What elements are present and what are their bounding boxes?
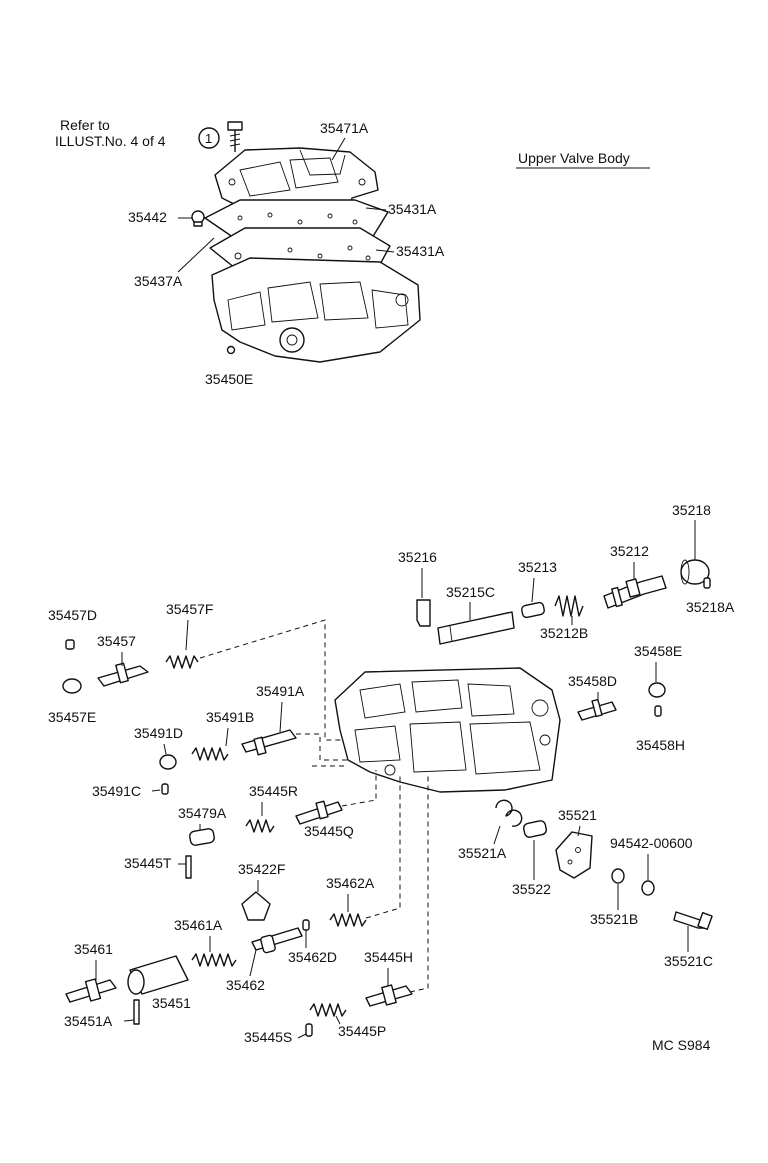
washer-icon bbox=[641, 880, 655, 896]
part-label: 35445Q bbox=[304, 823, 354, 839]
part-label: 94542-00600 bbox=[610, 835, 693, 851]
part-label: 35521A bbox=[458, 845, 507, 861]
lever-plate-icon bbox=[555, 831, 593, 879]
part-label: 35491B bbox=[206, 709, 254, 725]
part-label: 35521B bbox=[590, 911, 638, 927]
reference-line-1: Refer to bbox=[60, 117, 110, 133]
reference-circle-number: 1 bbox=[205, 131, 212, 146]
part-label: 35437A bbox=[134, 273, 183, 289]
part-label: 35462D bbox=[288, 949, 337, 965]
lower-valve-body bbox=[334, 667, 561, 793]
part-label: 35216 bbox=[398, 549, 437, 565]
diagram-code: MC S984 bbox=[652, 1037, 711, 1053]
valve-spool-icon bbox=[603, 575, 667, 609]
part-label: 35522 bbox=[512, 881, 551, 897]
part-label: 35445P bbox=[338, 1023, 386, 1039]
pin-icon bbox=[133, 999, 140, 1025]
reference-circle bbox=[198, 127, 220, 149]
retainer-clip-icon bbox=[241, 891, 271, 921]
check-ball-icon bbox=[191, 210, 205, 227]
part-label: 35451 bbox=[152, 995, 191, 1011]
pin-icon bbox=[305, 1023, 313, 1037]
part-label: 35215C bbox=[446, 584, 495, 600]
part-label: 35471A bbox=[320, 120, 369, 136]
sleeve-bar-icon bbox=[437, 611, 515, 645]
spring-icon bbox=[309, 1003, 347, 1017]
part-label: 35213 bbox=[518, 559, 557, 575]
part-label: 35445T bbox=[124, 855, 172, 871]
part-label: 35450E bbox=[205, 371, 253, 387]
sleeve-icon bbox=[189, 828, 215, 846]
reference-line-2: ILLUST.No. 4 of 4 bbox=[55, 133, 166, 149]
part-label: 35218 bbox=[672, 502, 711, 518]
pin-icon bbox=[161, 783, 169, 795]
part-label: 35218A bbox=[686, 599, 735, 615]
valve-spool-icon bbox=[251, 927, 303, 954]
part-label: 35457E bbox=[48, 709, 96, 725]
part-label: 35445H bbox=[364, 949, 413, 965]
spring-icon bbox=[554, 595, 584, 617]
pin-icon bbox=[703, 577, 711, 589]
part-label: 35442 bbox=[128, 209, 167, 225]
valve-spool-icon bbox=[295, 800, 343, 825]
part-label: 35461A bbox=[174, 917, 223, 933]
part-label: 35445S bbox=[244, 1029, 292, 1045]
spring-icon bbox=[495, 799, 523, 827]
valve-spool-icon bbox=[577, 698, 617, 721]
sleeve-icon bbox=[127, 955, 189, 995]
upper-valve-body-assembly bbox=[191, 121, 421, 363]
valve-spool-icon bbox=[365, 984, 413, 1007]
part-label: 35458D bbox=[568, 673, 617, 689]
washer-icon bbox=[611, 868, 625, 884]
top-cover-plate bbox=[214, 147, 379, 216]
small-ball-icon bbox=[226, 345, 236, 355]
part-label: 35458H bbox=[636, 737, 685, 753]
pin-icon bbox=[185, 855, 192, 879]
pin-icon bbox=[302, 919, 310, 931]
part-label: 35431A bbox=[396, 243, 445, 259]
valve-spool-icon bbox=[65, 978, 117, 1003]
retainer-clip-icon bbox=[416, 599, 431, 627]
pin-icon bbox=[65, 639, 75, 650]
part-label: 35461 bbox=[74, 941, 113, 957]
plug-icon bbox=[159, 754, 177, 770]
spring-icon bbox=[245, 819, 275, 833]
part-label: 35521 bbox=[558, 807, 597, 823]
plug-icon bbox=[648, 682, 666, 698]
part-label: 35458E bbox=[634, 643, 682, 659]
part-label: 35491A bbox=[256, 683, 305, 699]
part-label: 35491C bbox=[92, 783, 141, 799]
part-label: 35451A bbox=[64, 1013, 113, 1029]
part-label: 35445R bbox=[249, 783, 298, 799]
part-label: 35457 bbox=[97, 633, 136, 649]
part-label: 35422F bbox=[238, 861, 285, 877]
part-label: 35462 bbox=[226, 977, 265, 993]
spring-icon bbox=[191, 953, 237, 967]
part-label: 35462A bbox=[326, 875, 375, 891]
plug-icon bbox=[62, 678, 82, 694]
spring-icon bbox=[329, 913, 367, 927]
spring-icon bbox=[191, 747, 229, 761]
part-label: 35457F bbox=[166, 601, 213, 617]
part-label: 35457D bbox=[48, 607, 97, 623]
diagram-title: Upper Valve Body bbox=[518, 150, 630, 166]
part-label: 35479A bbox=[178, 805, 227, 821]
pin-icon bbox=[654, 705, 662, 717]
upper-valve-body bbox=[211, 257, 421, 363]
bolt-icon bbox=[673, 911, 713, 930]
valve-spool-icon bbox=[97, 662, 149, 687]
part-label: 35431A bbox=[388, 201, 437, 217]
part-label: 35212B bbox=[540, 625, 588, 641]
plug-icon bbox=[523, 820, 547, 838]
valve-spool-icon bbox=[241, 729, 297, 756]
spring-icon bbox=[165, 655, 199, 669]
plunger-icon bbox=[521, 601, 545, 619]
part-label: 35212 bbox=[610, 543, 649, 559]
part-label: 35521C bbox=[664, 953, 713, 969]
bolt-icon bbox=[227, 121, 243, 152]
part-label: 35491D bbox=[134, 725, 183, 741]
